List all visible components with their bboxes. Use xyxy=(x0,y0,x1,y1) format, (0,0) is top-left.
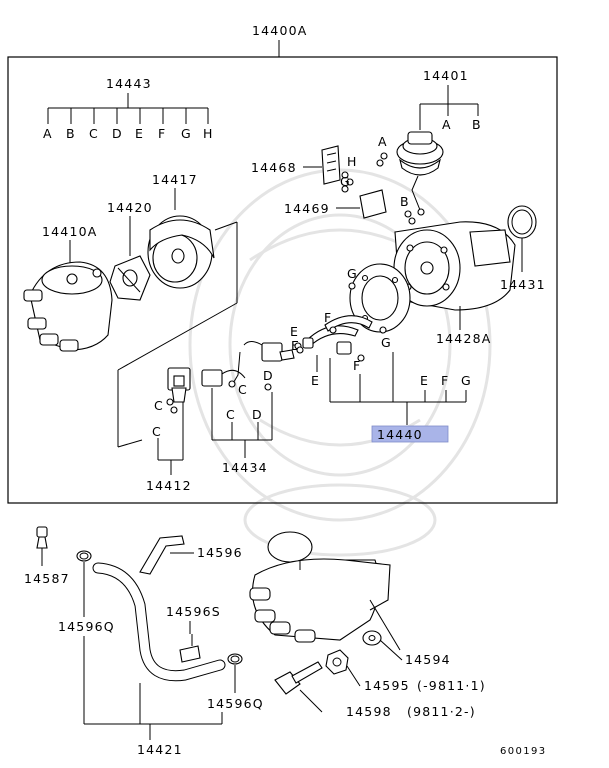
watermark-emblem xyxy=(188,168,492,557)
part-14440-label[interactable]: 14440 xyxy=(377,427,423,442)
part-14421-label[interactable]: 14421 xyxy=(137,742,183,757)
part-14412-label[interactable]: 14412 xyxy=(146,478,192,493)
letter-g: G xyxy=(181,126,192,141)
part-14410A-label[interactable]: 14410A xyxy=(42,224,98,239)
part-14596-bracket[interactable] xyxy=(139,535,185,575)
hose-clip-right[interactable] xyxy=(227,653,243,665)
part-14440-g-right: G xyxy=(461,373,472,388)
distributor-overview[interactable] xyxy=(249,531,391,643)
letter-f: F xyxy=(158,126,166,141)
part-14468-h: H xyxy=(347,154,358,169)
part-14468-bracket[interactable] xyxy=(321,145,341,185)
coil-c-label: C xyxy=(238,382,248,397)
vacuum-advance-unit[interactable] xyxy=(396,131,444,216)
part-14598-bolt[interactable] xyxy=(274,661,323,695)
screw-set-h[interactable] xyxy=(341,171,354,193)
contact-arms[interactable] xyxy=(302,315,373,355)
coil-d-label: D xyxy=(263,368,274,383)
letter-h: H xyxy=(203,126,214,141)
part-14469-a: A xyxy=(378,134,388,149)
part-14401-label[interactable]: 14401 xyxy=(423,68,469,83)
assembly-number[interactable]: 14400A xyxy=(252,23,308,38)
breaker-plate[interactable] xyxy=(349,263,411,333)
part-14417-cover[interactable] xyxy=(147,215,215,289)
part-14412-c: C xyxy=(152,424,162,439)
part-14434-label[interactable]: 14434 xyxy=(222,460,268,475)
part-14598-label[interactable]: 14598 xyxy=(346,704,392,719)
part-14594-label[interactable]: 14594 xyxy=(405,652,451,667)
part-14469-b: B xyxy=(400,194,410,209)
part-14440-g: G xyxy=(381,335,392,350)
part-14434-d: D xyxy=(252,407,263,422)
figure-code: 600193 xyxy=(500,746,547,757)
part-14440-e-right: E xyxy=(420,373,429,388)
letter-e: E xyxy=(135,126,144,141)
part-14440-highlight xyxy=(371,425,449,443)
distributor-cap[interactable] xyxy=(23,261,113,352)
distributor-housing[interactable] xyxy=(393,221,516,311)
hose-clip-left[interactable] xyxy=(76,550,92,562)
part-14412-c2: C xyxy=(154,398,164,413)
part-14431-label[interactable]: 14431 xyxy=(500,277,546,292)
plate-e-label: E xyxy=(290,324,299,339)
part-14428A-label[interactable]: 14428A xyxy=(436,331,492,346)
plate-f-label: F xyxy=(324,310,332,325)
part-14598-note: (9811·2-) xyxy=(407,704,476,719)
part-14596-label[interactable]: 14596 xyxy=(197,545,243,560)
part-14440-f: F xyxy=(441,373,449,388)
part-14596Q-left-label[interactable]: 14596Q xyxy=(58,619,115,634)
perspective-frame xyxy=(117,221,238,448)
igniter-module[interactable] xyxy=(167,367,191,403)
rotor[interactable] xyxy=(109,255,151,301)
part-14401-b: B xyxy=(472,117,482,132)
letter-c: C xyxy=(89,126,99,141)
part-14587-label[interactable]: 14587 xyxy=(24,571,70,586)
plate-f2-label: F xyxy=(353,358,361,373)
screw-set-a[interactable] xyxy=(376,152,388,167)
part-14401-a: A xyxy=(442,117,452,132)
letter-b: B xyxy=(66,126,76,141)
coil-assembly[interactable] xyxy=(201,341,295,387)
part-14595-note: (-9811·1) xyxy=(417,678,486,693)
part-14469-bracket[interactable] xyxy=(359,189,387,219)
part-14443-label[interactable]: 14443 xyxy=(106,76,152,91)
part-14596S-clip[interactable] xyxy=(179,634,201,663)
assembly-frame xyxy=(7,56,558,504)
part-14596Q-right-label[interactable]: 14596Q xyxy=(207,696,264,711)
part-14469-label[interactable]: 14469 xyxy=(284,201,330,216)
letter-a: A xyxy=(43,126,53,141)
letter-d: D xyxy=(112,126,123,141)
part-14595-nut[interactable] xyxy=(325,649,349,675)
part-14469-g: G xyxy=(340,174,351,189)
part-14440-e: E xyxy=(311,373,320,388)
plate-g-label: G xyxy=(347,266,358,281)
part-14587-fitting[interactable] xyxy=(36,526,48,549)
part-14434-c: C xyxy=(226,407,236,422)
part-14595-label[interactable]: 14595 xyxy=(364,678,410,693)
part-14468-label[interactable]: 14468 xyxy=(251,160,297,175)
screw-set-b[interactable] xyxy=(404,210,416,225)
part-14594-washer[interactable] xyxy=(362,630,382,646)
part-14431-o-ring[interactable] xyxy=(507,205,537,239)
vacuum-hose[interactable] xyxy=(92,562,226,682)
part-14596S-label[interactable]: 14596S xyxy=(166,604,221,619)
part-14420-label[interactable]: 14420 xyxy=(107,200,153,215)
part-14417-label[interactable]: 14417 xyxy=(152,172,198,187)
